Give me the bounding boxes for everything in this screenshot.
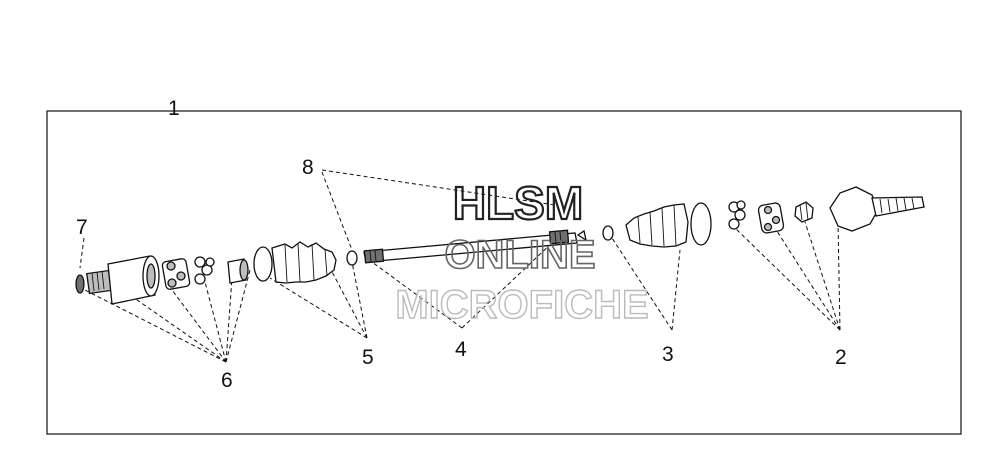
outer-cage — [757, 202, 785, 234]
callouts: 1 8 7 6 5 4 3 2 — [76, 97, 847, 392]
spider-tripod — [161, 258, 191, 290]
watermark-line-2: ONLINE — [444, 233, 595, 277]
outer-bearing-rollers — [728, 200, 746, 230]
assembly-frame — [46, 110, 962, 435]
outer-cv-housing — [829, 186, 925, 232]
callout-7: 7 — [76, 216, 88, 239]
inner-race — [794, 201, 814, 223]
leader-lines — [79, 169, 841, 363]
bearing-rollers — [194, 256, 215, 285]
outer-clamp-small — [602, 225, 614, 241]
outer-boot — [625, 202, 712, 248]
watermark-line-1: HLSM — [453, 177, 583, 229]
boot-clamp — [346, 250, 358, 266]
callout-4: 4 — [455, 338, 467, 361]
watermark: HLSM ONLINE MICROFICHE — [395, 176, 650, 328]
circlip — [576, 229, 587, 242]
callout-1: 1 — [168, 97, 180, 120]
callout-2: 2 — [835, 346, 847, 369]
callout-3: 3 — [662, 343, 674, 366]
callout-8: 8 — [302, 156, 314, 179]
axle-shaft — [363, 229, 578, 264]
retainer-nut — [227, 258, 249, 284]
watermark-line-3: MICROFICHE — [395, 283, 648, 327]
callout-6: 6 — [221, 369, 233, 392]
callout-5: 5 — [362, 346, 374, 369]
inner-cv-housing — [75, 255, 160, 305]
inner-boot — [253, 241, 337, 284]
